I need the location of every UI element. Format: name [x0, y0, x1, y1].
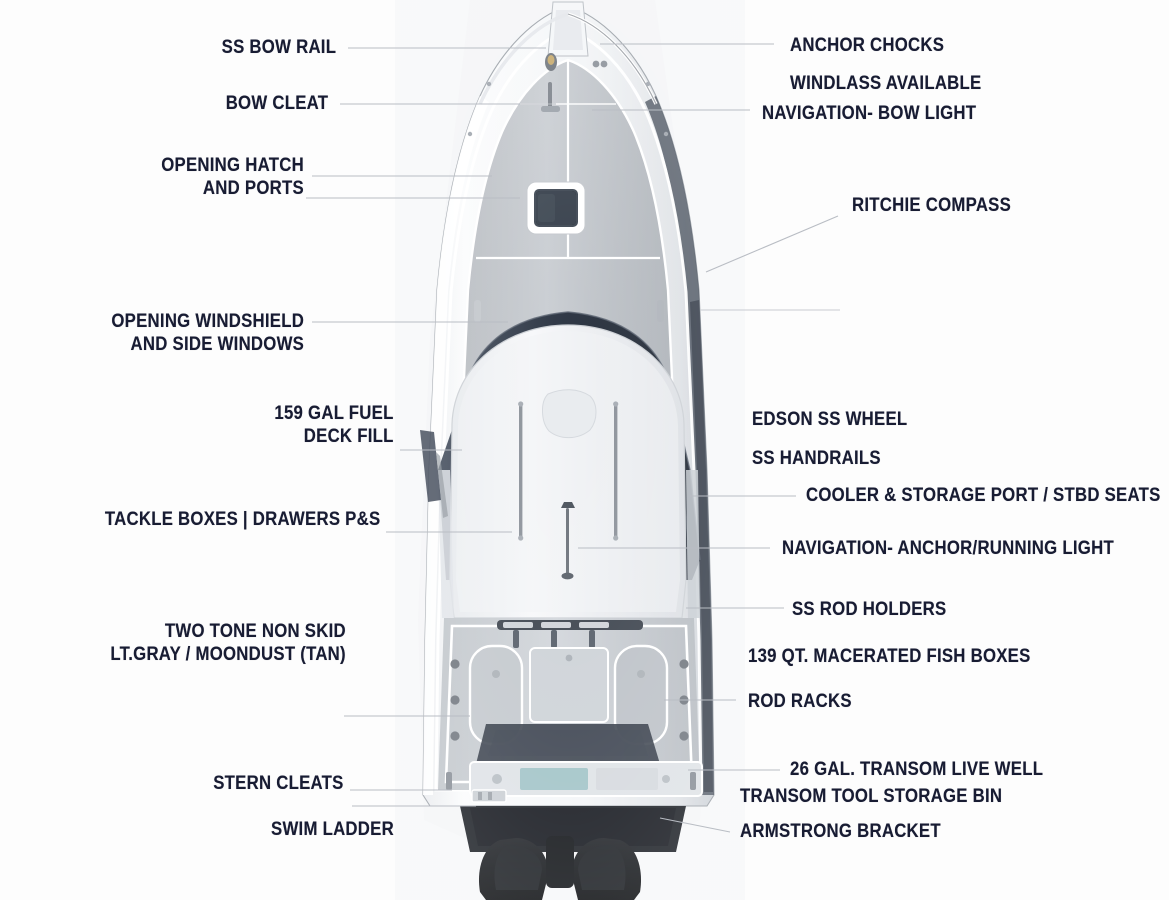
label-line: NAVIGATION- BOW LIGHT	[762, 102, 977, 124]
label-windlass-available: WINDLASS AVAILABLE	[790, 72, 981, 95]
label-transom-tool-storage-bin: TRANSOM TOOL STORAGE BIN	[740, 785, 1002, 808]
label-159-gal-fuel-deck-fill: 159 GAL FUEL DECK FILL	[275, 402, 394, 448]
label-swim-ladder: SWIM LADDER	[271, 818, 394, 841]
label-line: ANCHOR CHOCKS	[790, 34, 945, 56]
label-line: AND SIDE WINDOWS	[130, 332, 304, 355]
label-line: SS HANDRAILS	[752, 447, 881, 469]
label-line: COOLER & STORAGE PORT / STBD SEATS	[806, 484, 1161, 506]
label-line: SS BOW RAIL	[221, 36, 336, 58]
label-line: ARMSTRONG BRACKET	[740, 820, 941, 842]
label-bow-cleat: BOW CLEAT	[225, 92, 328, 115]
label-139-qt-macerated-fish-boxes: 139 QT. MACERATED FISH BOXES	[748, 645, 1031, 668]
label-ritchie-compass: RITCHIE COMPASS	[852, 194, 1011, 217]
label-line: NAVIGATION- ANCHOR/RUNNING LIGHT	[782, 537, 1114, 559]
label-ss-handrails: SS HANDRAILS	[752, 447, 881, 470]
label-line: TWO TONE NON SKID	[165, 620, 346, 642]
label-cooler-storage-seats: COOLER & STORAGE PORT / STBD SEATS	[806, 484, 1161, 507]
label-line: BOW CLEAT	[225, 92, 328, 114]
label-line: DECK FILL	[304, 424, 394, 447]
label-navigation-anchor-running-light: NAVIGATION- ANCHOR/RUNNING LIGHT	[782, 537, 1114, 560]
label-line: 139 QT. MACERATED FISH BOXES	[748, 645, 1031, 667]
label-edson-ss-wheel: EDSON SS WHEEL	[752, 408, 907, 431]
label-opening-windshield-and-side-windows: OPENING WINDSHIELD AND SIDE WINDOWS	[111, 310, 304, 356]
label-line: WINDLASS AVAILABLE	[790, 72, 982, 94]
label-opening-hatch-and-ports: OPENING HATCH AND PORTS	[161, 154, 304, 200]
label-line: SS ROD HOLDERS	[792, 598, 947, 620]
label-armstrong-bracket: ARMSTRONG BRACKET	[740, 820, 941, 843]
label-line: ROD RACKS	[748, 690, 852, 712]
label-rod-racks: ROD RACKS	[748, 690, 852, 713]
label-line: OPENING HATCH	[161, 154, 304, 176]
label-line: AND PORTS	[202, 176, 304, 199]
label-line: TRANSOM TOOL STORAGE BIN	[740, 785, 1003, 807]
label-line: OPENING WINDSHIELD	[111, 310, 304, 332]
label-anchor-chocks: ANCHOR CHOCKS	[790, 34, 944, 57]
label-stern-cleats: STERN CLEATS	[214, 772, 344, 795]
label-two-tone-non-skid: TWO TONE NON SKID LT.GRAY / MOONDUST (TA…	[110, 620, 346, 666]
label-line: STERN CLEATS	[213, 772, 344, 794]
label-ss-rod-holders: SS ROD HOLDERS	[792, 598, 946, 621]
label-line: TACKLE BOXES | DRAWERS P&S	[104, 508, 380, 530]
label-26-gal-transom-live-well: 26 GAL. TRANSOM LIVE WELL	[790, 758, 1043, 781]
label-line: EDSON SS WHEEL	[752, 408, 908, 430]
label-line: 26 GAL. TRANSOM LIVE WELL	[790, 758, 1044, 780]
label-line: LT.GRAY / MOONDUST (TAN)	[110, 642, 346, 665]
label-line: RITCHIE COMPASS	[852, 194, 1012, 216]
label-line: 159 GAL FUEL	[274, 402, 394, 424]
label-tackle-boxes-drawers: TACKLE BOXES | DRAWERS P&S	[104, 508, 380, 531]
label-ss-bow-rail: SS BOW RAIL	[221, 36, 336, 59]
label-navigation-bow-light: NAVIGATION- BOW LIGHT	[762, 102, 976, 125]
label-line: SWIM LADDER	[271, 818, 394, 840]
